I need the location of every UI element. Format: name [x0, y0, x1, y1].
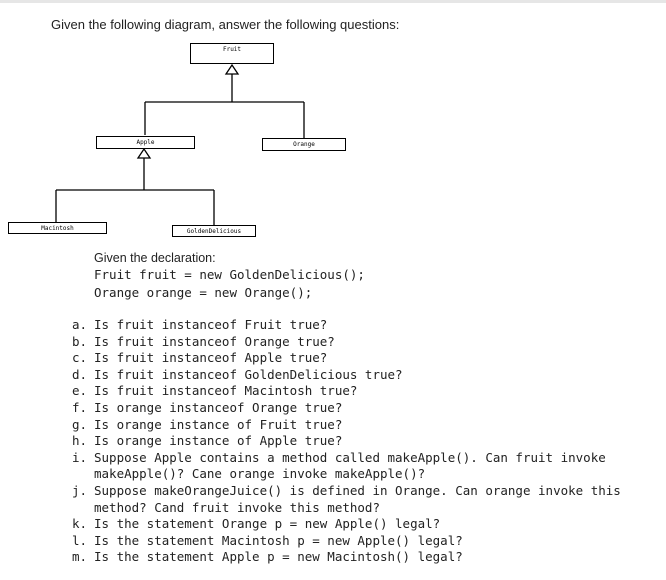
- golden-delicious-class-box: GoldenDelicious: [172, 225, 256, 237]
- declaration-line-2: Orange orange = new Orange();: [94, 285, 313, 300]
- question-letter: i.: [72, 449, 88, 465]
- question-item: i. Suppose Apple contains a method called…: [72, 450, 662, 483]
- orange-class-label: Orange: [293, 141, 315, 148]
- macintosh-class-box: Macintosh: [8, 222, 107, 234]
- intro-text: Given the following diagram, answer the …: [51, 17, 400, 32]
- question-item: a. Is fruit instanceof Fruit true?: [72, 317, 662, 334]
- golden-delicious-class-label: GoldenDelicious: [186, 227, 242, 235]
- question-text: Is orange instanceof Orange true?: [94, 399, 343, 415]
- declaration-line-1: Fruit fruit = new GoldenDelicious();: [94, 267, 365, 282]
- question-item: j. Suppose makeOrangeJuice() is defined i…: [72, 483, 662, 516]
- question-letter: a.: [72, 317, 88, 332]
- question-letter: f.: [72, 399, 88, 415]
- question-letter: k.: [72, 516, 88, 532]
- question-text: Is orange instance of Apple true?: [94, 433, 343, 449]
- orange-class-box: Orange: [262, 138, 346, 151]
- question-text: Is fruit instanceof Fruit true?: [94, 317, 328, 332]
- question-item: k. Is the statement Orange p = new Apple(…: [72, 516, 662, 533]
- question-text: Suppose makeOrangeJuice() is defined in …: [94, 482, 629, 515]
- question-text: Is the statement Apple p = new Macintosh…: [94, 549, 463, 565]
- question-text: Is the statement Macintosh p = new Apple…: [94, 532, 463, 548]
- fruit-class-label: Fruit: [222, 46, 242, 53]
- question-letter: e.: [72, 383, 88, 399]
- uml-connectors: [55, 63, 305, 225]
- top-divider: [0, 0, 666, 3]
- declaration-heading: Given the declaration:: [94, 251, 216, 265]
- question-text: Is fruit instanceof Macintosh true?: [94, 383, 358, 399]
- question-item: b. Is fruit instanceof Orange true?: [72, 334, 662, 351]
- question-text: Is fruit instanceof GoldenDelicious true…: [94, 366, 403, 382]
- question-text: Suppose Apple contains a method called m…: [94, 449, 614, 482]
- question-item: d. Is fruit instanceof GoldenDelicious tr…: [72, 367, 662, 384]
- question-item: h. Is orange instance of Apple true?: [72, 433, 662, 450]
- question-item: l. Is the statement Macintosh p = new App…: [72, 533, 662, 550]
- question-letter: g.: [72, 416, 88, 432]
- apple-class-box: Apple: [96, 136, 195, 149]
- question-letter: j.: [72, 482, 88, 498]
- question-letter: l.: [72, 532, 88, 548]
- question-item: m. Is the statement Apple p = new Macinto…: [72, 549, 662, 566]
- question-list: a. Is fruit instanceof Fruit true? b. Is f…: [72, 317, 662, 566]
- question-text: Is the statement Orange p = new Apple() …: [94, 516, 441, 532]
- question-item: g. Is orange instance of Fruit true?: [72, 417, 662, 434]
- question-letter: h.: [72, 433, 88, 449]
- question-letter: b.: [72, 333, 88, 349]
- macintosh-class-label: Macintosh: [41, 225, 74, 232]
- question-item: e. Is fruit instanceof Macintosh true?: [72, 383, 662, 400]
- question-item: c. Is fruit instanceof Apple true?: [72, 350, 662, 367]
- question-letter: d.: [72, 366, 88, 382]
- question-text: Is fruit instanceof Orange true?: [94, 333, 335, 349]
- question-item: f. Is orange instanceof Orange true?: [72, 400, 662, 417]
- question-text: Is fruit instanceof Apple true?: [94, 350, 328, 366]
- question-letter: m.: [72, 549, 88, 565]
- question-letter: c.: [72, 350, 88, 366]
- fruit-class-box: Fruit: [190, 43, 274, 64]
- question-text: Is orange instance of Fruit true?: [94, 416, 343, 432]
- apple-class-label: Apple: [136, 139, 155, 146]
